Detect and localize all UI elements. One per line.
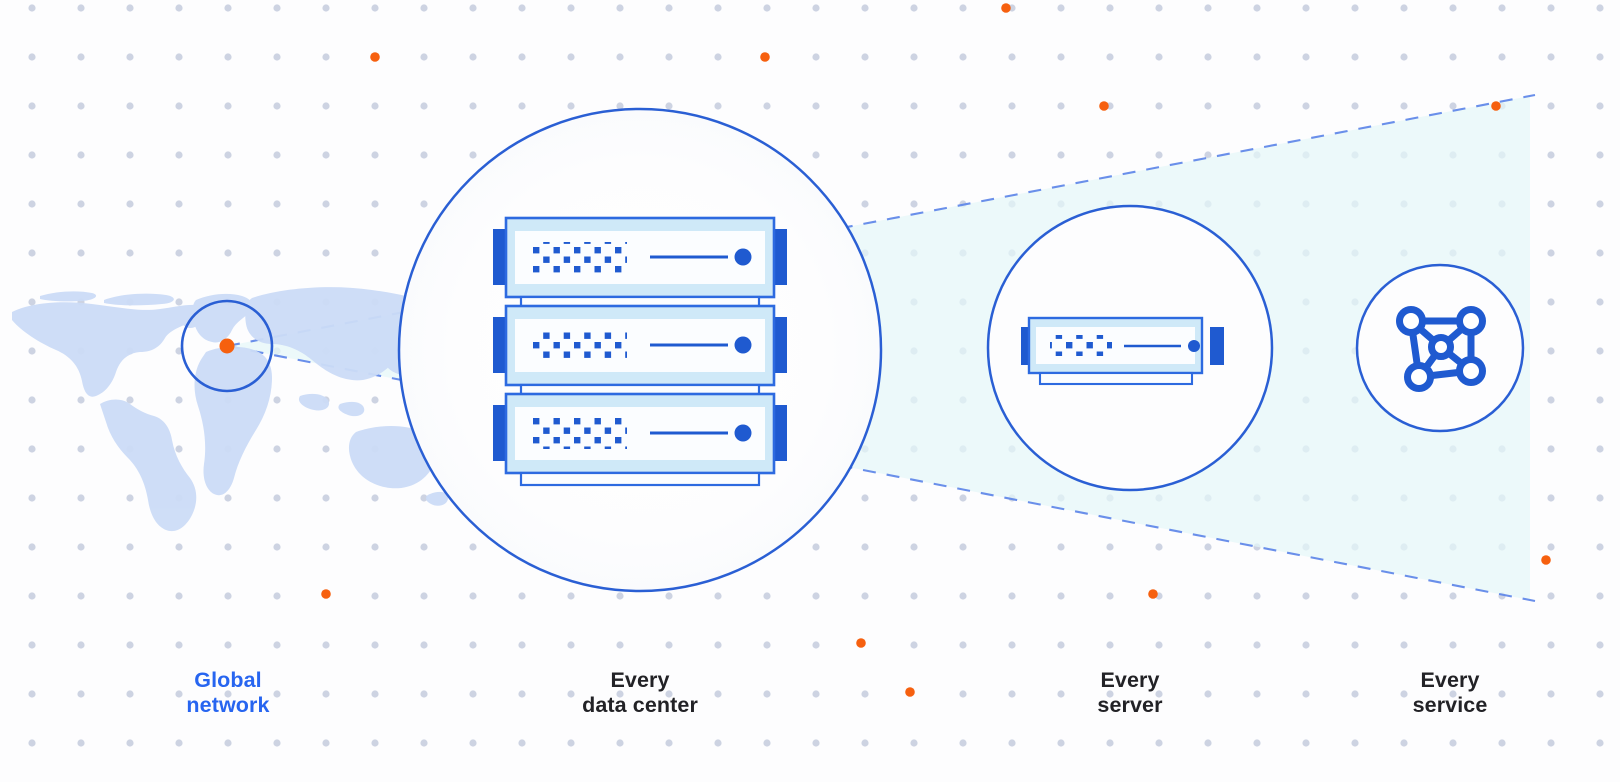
data-center-node[interactable] (397, 107, 883, 593)
stage-label-every-data-center: Every data center (582, 668, 698, 717)
network-graph-nodes (1396, 306, 1486, 392)
server-rack (493, 216, 787, 487)
single-server (1021, 316, 1224, 386)
server-base (1038, 371, 1194, 386)
service-node[interactable] (1355, 263, 1525, 433)
rack-base (519, 471, 761, 487)
server-node[interactable] (986, 204, 1274, 492)
global-marker-dot (219, 338, 235, 354)
stage-label-every-server: Every server (1097, 668, 1163, 717)
rack-unit-2 (493, 304, 787, 387)
rack-unit-3 (493, 392, 787, 475)
world-map (12, 287, 463, 532)
stage-label-global-network: Global network (186, 668, 270, 717)
global-network-marker[interactable] (180, 299, 274, 393)
stage-label-every-service: Every service (1412, 668, 1488, 717)
rack-unit-1 (493, 216, 787, 299)
global-marker-ring (180, 299, 274, 393)
highlight-dots (321, 3, 1551, 697)
